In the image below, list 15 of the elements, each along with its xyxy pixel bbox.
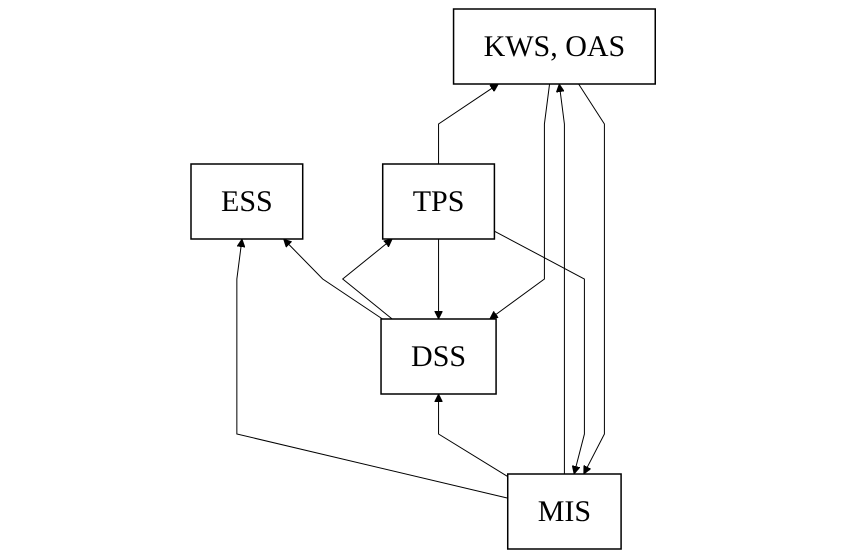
node-box: KWS, OAS xyxy=(453,8,656,85)
arrow xyxy=(434,394,509,478)
node-box: MIS xyxy=(507,473,622,550)
arrow xyxy=(494,230,586,474)
arrow xyxy=(284,238,384,320)
arrow xyxy=(342,238,394,320)
node-box: DSS xyxy=(380,318,498,395)
arrow xyxy=(438,84,500,164)
arrow xyxy=(236,238,509,499)
arrow xyxy=(556,84,566,474)
node-box: TPS xyxy=(382,163,496,240)
arrow xyxy=(434,238,444,320)
node-box: ESS xyxy=(190,163,304,240)
arrow xyxy=(490,84,550,320)
arrow xyxy=(578,84,606,474)
